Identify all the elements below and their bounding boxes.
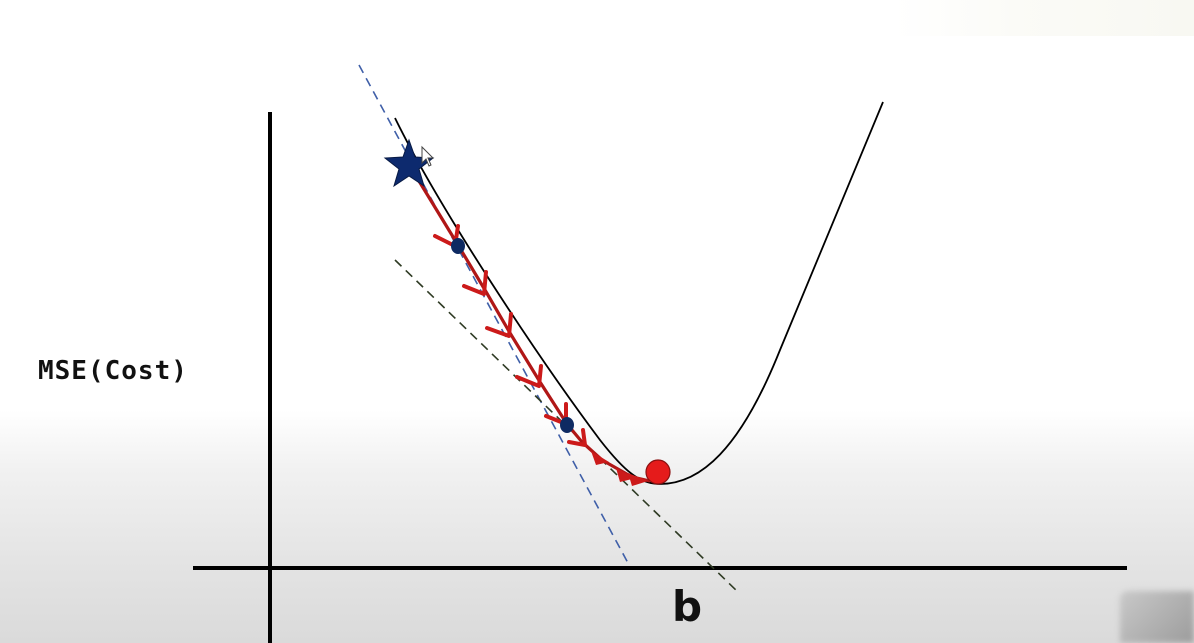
descent-path xyxy=(406,162,651,483)
y-axis-label: MSE(Cost) xyxy=(38,356,188,386)
shallow-tangent-line xyxy=(394,259,739,593)
x-axis-label: b xyxy=(672,582,703,631)
arrowhead xyxy=(591,451,609,465)
cost-curve xyxy=(394,101,884,485)
steep-tangent-line xyxy=(358,64,629,564)
corner-glare xyxy=(894,0,1194,36)
arrowhead xyxy=(515,364,543,388)
minimum-dot xyxy=(645,459,671,485)
star-icon xyxy=(383,138,435,188)
arrowhead xyxy=(628,473,648,486)
small-arrowheads xyxy=(591,451,648,486)
corner-overlay xyxy=(1120,591,1194,643)
arrowhead xyxy=(567,428,587,447)
descent-arrowheads xyxy=(433,224,587,447)
mouse-cursor-icon xyxy=(421,145,435,167)
step-dot xyxy=(451,238,465,254)
step-dot xyxy=(560,417,574,433)
arrowhead xyxy=(462,270,488,296)
arrowhead xyxy=(485,312,513,338)
